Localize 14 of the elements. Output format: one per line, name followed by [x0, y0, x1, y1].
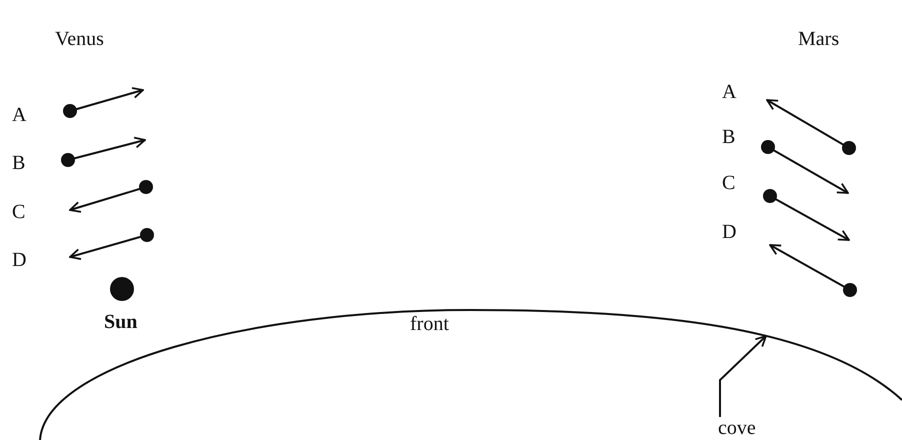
position-letter: D: [722, 221, 736, 243]
leader-line: [719, 335, 767, 417]
position-letter: B: [722, 126, 736, 148]
front-label: front: [410, 313, 449, 335]
position-letter: A: [722, 81, 736, 103]
planet-name: Venus: [55, 28, 104, 50]
sun-label: Sun: [104, 311, 138, 333]
label-text: cove: [718, 417, 756, 439]
position-letter: D: [12, 249, 26, 271]
position-letter: B: [12, 152, 26, 174]
position-letter: A: [12, 104, 26, 126]
position-letter: C: [12, 201, 26, 223]
position-letter: C: [722, 172, 736, 194]
planet-name: Mars: [798, 28, 840, 50]
